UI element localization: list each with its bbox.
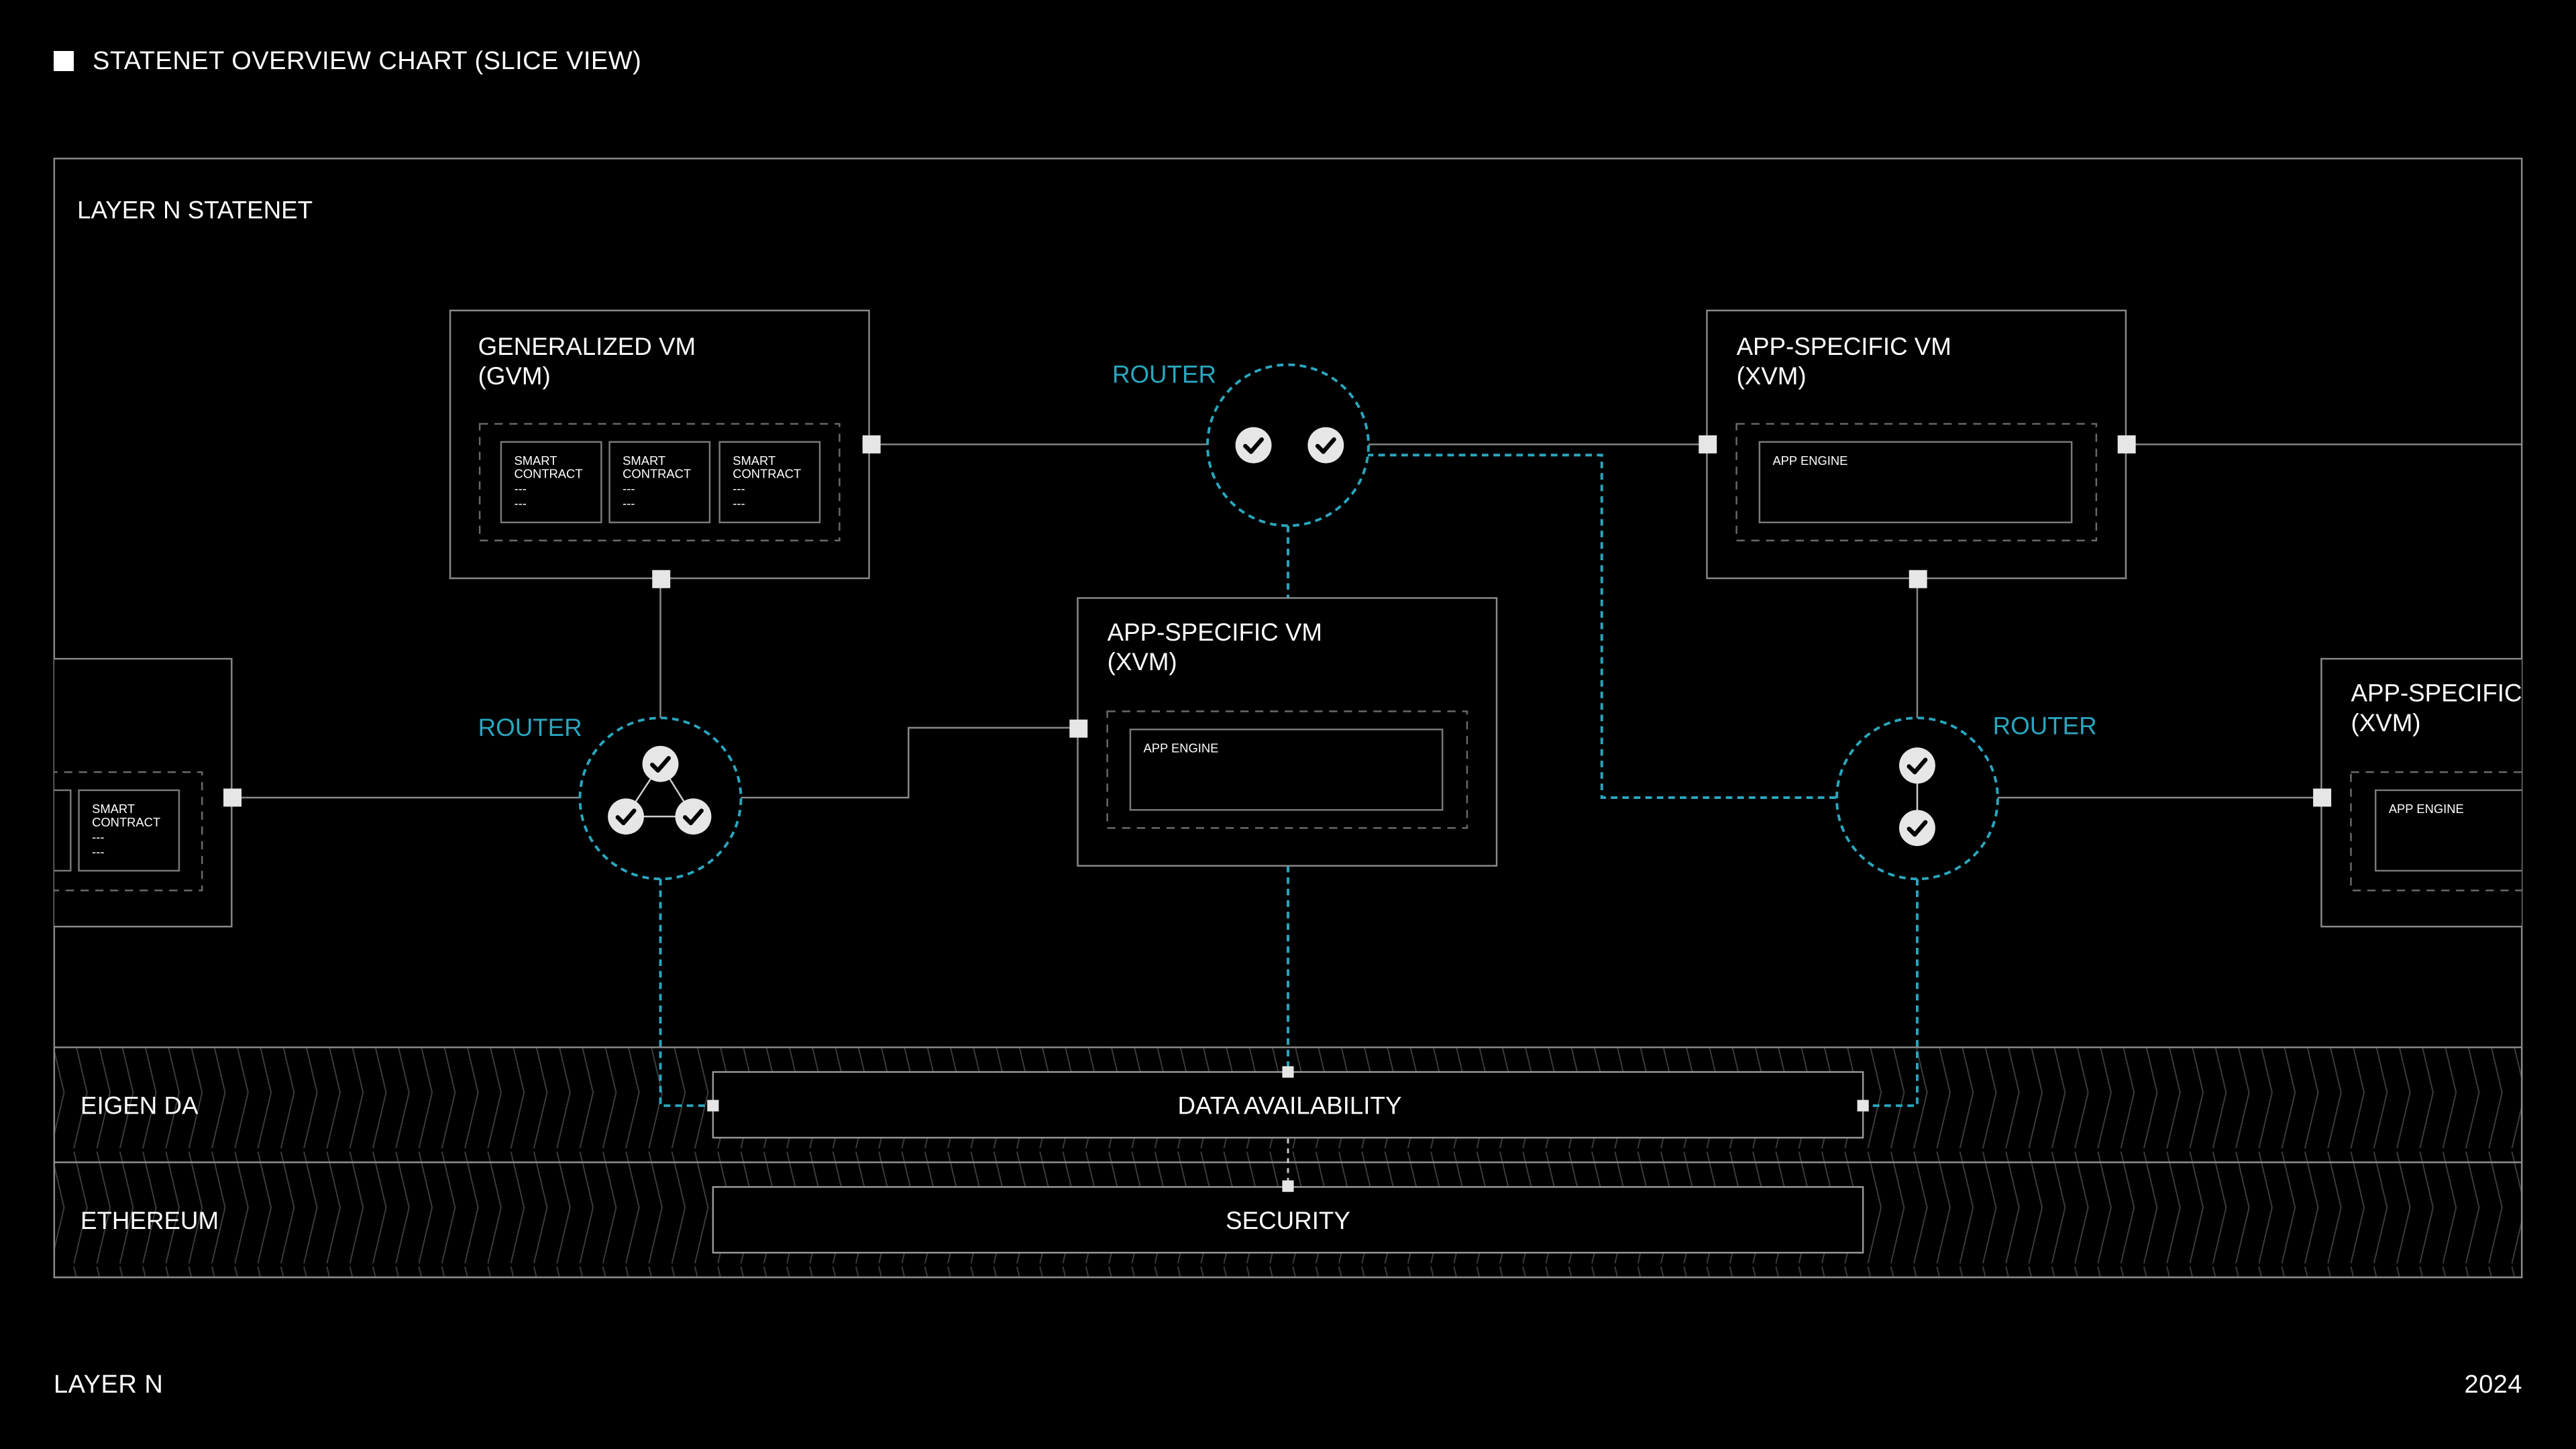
router-left-label: ROUTER [478,714,582,741]
security-box: SECURITY [712,1186,1864,1254]
smart-contract-line2: CONTRACT [733,467,801,481]
check-icon [1307,427,1344,464]
xvm-top-right-box: APP-SPECIFIC VM (XVM) APP ENGINE [1706,309,2127,580]
app-engine-label: APP ENGINE [2389,802,2464,816]
xvm-center-title-line2: (XVM) [1108,648,1177,676]
smart-contract-line3: --- [733,482,745,496]
xvm-top-right-title-line1: APP-SPECIFIC VM [1737,333,1951,360]
smart-contract-line1: SMART [733,453,775,468]
data-availability-label: DATA AVAILABILITY [1177,1091,1401,1119]
page-title: STATENET OVERVIEW CHART (SLICE VIEW) [93,47,642,75]
router-right: ROUTER [1835,712,2097,881]
xvm-center-title-line1: APP-SPECIFIC VM [1108,619,1322,646]
smart-contract-line1: SMART [515,453,557,468]
smart-contract: SMART CONTRACT --- --- [718,441,821,523]
smart-contract-line4: --- [515,496,527,511]
check-icon [676,798,712,835]
eigen-da-label: EIGEN DA [80,1091,199,1119]
check-icon [608,798,644,835]
footer-left: LAYER N [54,1371,164,1399]
smart-contract-line4: --- [92,845,104,859]
smart-contract-line3: --- [623,482,635,496]
gvm-title-line2: (GVM) [478,362,551,390]
smart-contract-line2: CONTRACT [92,815,160,829]
router-top-label: ROUTER [1112,361,1216,388]
gvm-title-line1: GENERALIZED VM [478,333,696,360]
xvm-top-right-title-line2: (XVM) [1737,362,1807,390]
check-icon [1899,810,1935,846]
ethereum-label: ETHEREUM [80,1207,219,1234]
xvm-center-box: APP-SPECIFIC VM (XVM) APP ENGINE [1077,597,1498,867]
smart-contract-line1: SMART [623,453,665,468]
smart-contract: SMART CONTRACT --- --- [608,441,711,523]
app-engine-label: APP ENGINE [1772,453,1847,468]
check-icon [643,746,679,782]
left-partial-vm-box: SMART CONTRACT --- --- ) [33,657,233,928]
connector-nodes [223,435,2332,1192]
xvm-far-right-title-line2: (XVM) [2351,709,2420,737]
check-icon [1899,747,1935,784]
app-engine-label: APP ENGINE [1143,741,1218,755]
smart-contract-line3: --- [515,482,527,496]
router-right-label: ROUTER [1993,712,2097,740]
header: STATENET OVERVIEW CHART (SLICE VIEW) [54,47,641,76]
smart-contract-line4: --- [623,496,635,511]
smart-contract-line4: --- [733,496,745,511]
header-square-icon [54,51,74,71]
xvm-far-right-title-line1: APP-SPECIFIC VM [2351,680,2565,707]
smart-contract-line2: CONTRACT [623,467,691,481]
router-left: ROUTER [478,714,743,881]
smart-contract-line2: CONTRACT [515,467,583,481]
footer-year: 2024 [2464,1371,2522,1399]
router-top: ROUTER [1112,361,1370,527]
data-availability-box: DATA AVAILABILITY [712,1071,1864,1139]
smart-contract-line1: SMART [92,802,135,816]
smart-contract: SMART CONTRACT --- --- [500,441,602,523]
router-dashed-connectors [659,453,1919,1108]
xvm-far-right-box: APP-SPECIFIC VM (XVM) APP ENGINE [2320,657,2565,928]
gvm-box: GENERALIZED VM (GVM) SMART CONTRACT --- … [449,309,870,580]
solid-connectors [231,443,2522,799]
security-label: SECURITY [1226,1207,1350,1234]
check-icon [1236,427,1272,464]
smart-contract-line3: --- [92,830,104,844]
panel-title: LAYER N STATENET [77,197,313,224]
left-partial-title: ) [33,680,41,707]
